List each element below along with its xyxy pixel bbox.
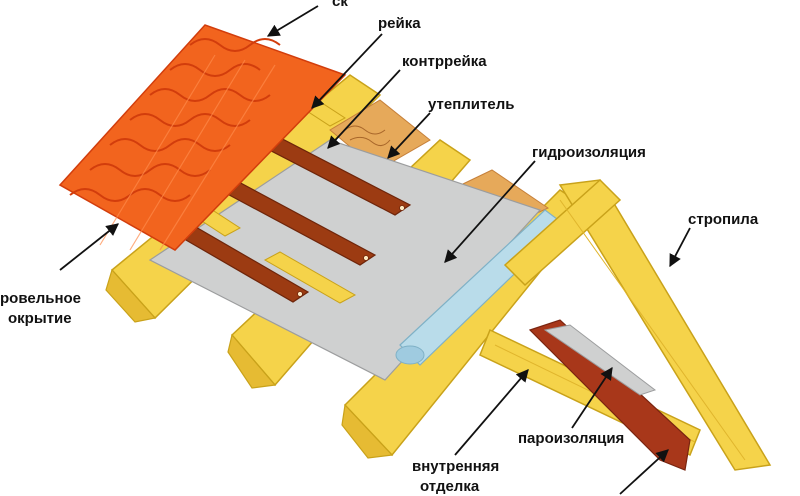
arrow-icon [59,223,119,271]
label-interior-line2: отделка [420,478,480,495]
arrow-icon [571,366,613,429]
arrow-icon [619,449,669,495]
counter-battens [158,129,412,303]
arrow-icon [669,227,691,268]
label-waterproofing: гидроизоляция [532,144,646,161]
leader-arrows [59,5,691,495]
interior-finish [528,319,691,471]
label-rafters: стропила [688,211,759,228]
label-vapor-barrier: пароизоляция [518,430,625,447]
label-top-cut: ск [332,0,348,10]
label-interior-line1: внутренняя [412,458,500,475]
arrow-icon [266,5,319,37]
label-insulation: утеплитель [428,96,515,113]
label-roofing-line1: ровельное [0,290,82,307]
label-batten: рейка [378,15,421,32]
label-counter-batten: контррейка [402,53,487,70]
arrow-icon [327,69,401,149]
roofing-tiles [58,24,347,251]
arrow-icon [311,33,383,109]
arrow-icon [444,160,536,263]
label-roofing-line2: окрытие [8,310,72,327]
arrow-icon [387,112,431,159]
arrow-icon [454,369,529,456]
